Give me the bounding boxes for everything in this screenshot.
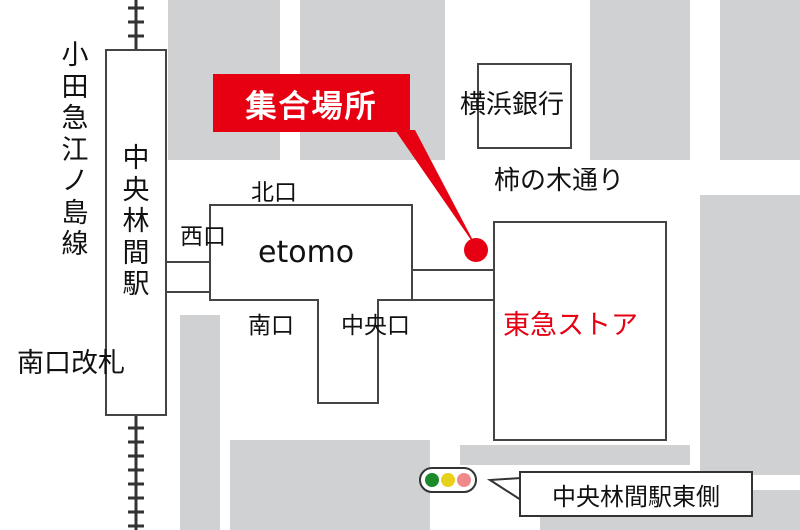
tokyu-store-label: 東急ストア — [503, 310, 638, 341]
odakyu-line-label: 小田急江ノ島線 — [61, 40, 89, 261]
signal-red-lamp — [457, 473, 471, 487]
callout-pointer — [395, 130, 478, 250]
west-walkway — [165, 261, 211, 293]
road-west-lower — [180, 315, 220, 530]
street-label: 柿の木通り — [494, 166, 625, 196]
station-building — [105, 49, 167, 416]
bank-building — [477, 63, 572, 149]
etomo-label: etomo — [258, 235, 355, 270]
bubble-tail — [486, 477, 522, 501]
tokyu-store-building — [493, 221, 667, 441]
signal-location-label: 中央林間駅東側 — [519, 471, 753, 517]
meeting-place-callout: 集合場所 — [213, 74, 410, 132]
road-west-block — [230, 440, 430, 530]
bank-label: 横浜銀行 — [460, 90, 565, 120]
east-walkway — [411, 269, 495, 301]
south-gate-label: 南口改札 — [17, 348, 125, 379]
road-north-far-east — [720, 0, 800, 160]
station-name-label: 中央林間駅 — [122, 143, 150, 301]
north-exit-label: 北口 — [251, 180, 297, 206]
south-exit-label: 南口 — [248, 313, 294, 339]
road-east-lower — [700, 195, 800, 475]
signal-yellow-lamp — [441, 473, 455, 487]
meeting-point-marker — [464, 238, 488, 262]
railway-ties — [128, 6, 144, 528]
central-exit-label: 中央口 — [341, 313, 410, 339]
signal-green-lamp — [425, 473, 439, 487]
west-exit-label: 西口 — [180, 224, 226, 250]
road-north-east — [590, 0, 690, 160]
road-south-east — [460, 445, 690, 465]
etomo-building — [209, 204, 413, 404]
